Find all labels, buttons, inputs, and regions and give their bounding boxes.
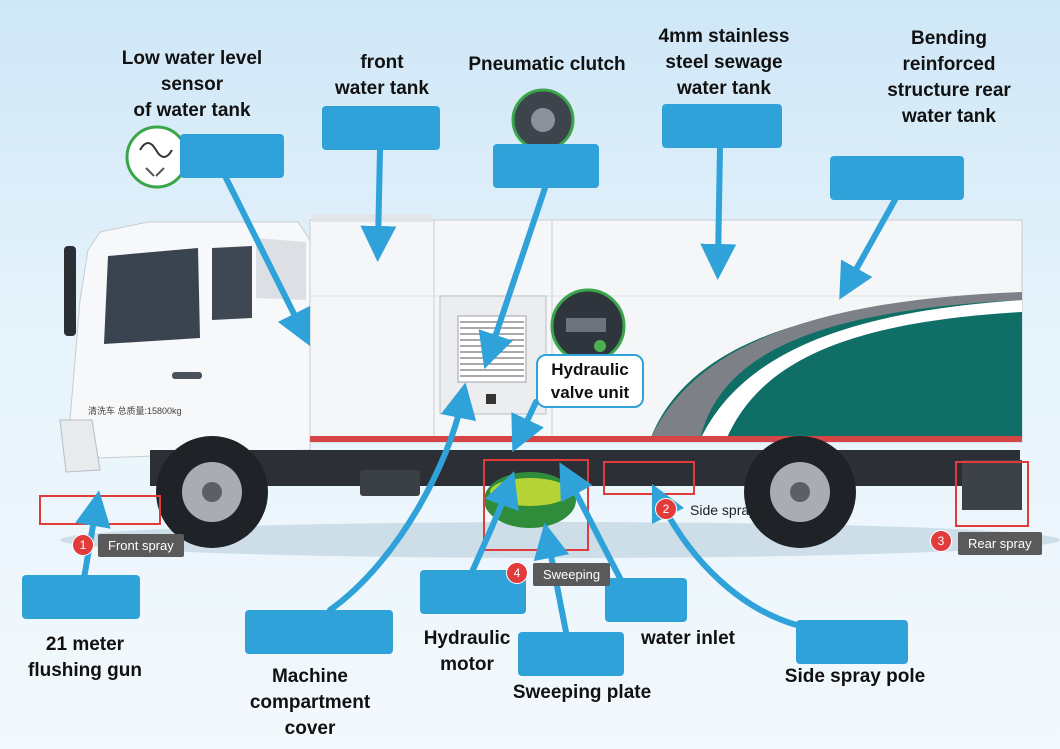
label-sewage-tank: 4mm stainless steel sewage water tank [658,26,790,99]
side-mirror [64,246,76,336]
label-hydraulic-valve: Hydraulic valve unit [536,354,644,408]
valve-thumbnail [550,288,626,364]
arrow-valve [511,399,544,453]
label-sweeping-plate: Sweeping plate [512,682,652,703]
label-water-inlet: water inlet [641,628,735,649]
label-rear-water-tank: Bending reinforced structure rear water … [887,28,1011,127]
arrow-hydraulic-motor [469,471,519,575]
arrow-sweeping-plate [533,522,570,635]
arrow-front-tank [360,147,397,262]
arrow-clutch [478,185,548,370]
front-wheel [156,436,268,548]
side-spray-frame [603,461,695,495]
cab-window [104,248,200,344]
callout-box-water-inlet [605,578,687,622]
compartment-lock [486,394,496,404]
arrow-compartment [327,382,477,613]
cab-rear-panel [256,238,306,300]
arrow-rear-tank [839,195,899,300]
chassis [150,450,1020,486]
fuel-tank [360,470,420,496]
label-hydraulic-motor: Hydraulic motor [423,628,511,675]
door-text: 清洗车 总质量:15800kg [88,406,182,416]
tag-number-side-spray: 2 [655,498,677,520]
front-spray-frame [39,495,161,525]
arrow-water-inlet [559,462,625,585]
tank-top-rim [312,214,432,222]
label-pneumatic-clutch: Pneumatic clutch [468,54,626,75]
tag-rear-spray: Rear spray [958,532,1042,555]
callout-box-front-tank [322,106,440,150]
tag-number-rear-spray: 3 [930,530,952,552]
tag-sweeping: Sweeping [533,563,611,586]
label-compartment-cover: Machine compartment cover [249,666,371,739]
arrow-sewage-tank [700,145,737,280]
front-bumper [59,419,101,473]
callout-box-flushing-gun [22,575,140,619]
white-stripe [700,300,1022,440]
callout-box-side-spray-pole [796,620,908,664]
callout-box-sewage-tank [662,104,782,148]
callout-box-clutch [493,144,599,188]
callout-box-sweeping-plate [518,632,624,676]
arrow-side-spray-pole [651,483,803,629]
door-handle [172,372,202,379]
reflective-strip [310,436,1022,442]
rear-wheel [744,436,856,548]
rear-spray-bar [962,460,1022,510]
cab-side-window [212,246,252,320]
tag-side-spray: Side spray [690,502,757,518]
callout-box-sensor [180,134,284,178]
label-side-spray-pole: Side spray pole [784,666,926,687]
arrow-sensor [219,167,311,347]
clutch-thumbnail [511,88,575,152]
label-flushing-gun: 21 meter flushing gun [28,634,142,681]
callout-box-compartment [245,610,393,654]
grey-stripe [650,292,1022,440]
tag-number-front-spray: 1 [72,534,94,556]
sensor-thumbnail [125,125,189,189]
rear-spray-frame [955,461,1029,527]
callout-box-rear-tank [830,156,964,200]
truck-body [59,214,1023,548]
label-front-water-tank: front water tank [335,52,429,99]
tag-number-sweeping: 4 [506,562,528,584]
label-low-water-sensor: Low water level sensor of water tank [121,48,263,121]
tag-front-spray: Front spray [98,534,184,557]
